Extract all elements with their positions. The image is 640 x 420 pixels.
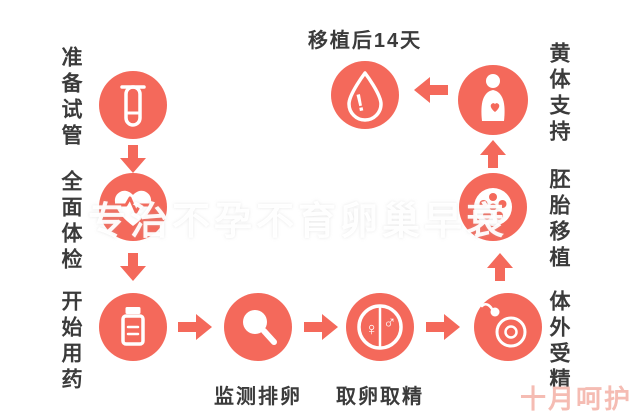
svg-text:!: !: [353, 89, 366, 117]
step-label-checkup: 全面体检: [59, 170, 82, 274]
magnifier-icon: [243, 310, 277, 345]
step-circle-monitor: [224, 293, 292, 361]
svg-text:♀: ♀: [365, 319, 379, 339]
step-circle-test: !: [331, 61, 399, 129]
step-circle-checkup: [99, 173, 167, 241]
step-label-medication: 开始用药: [59, 290, 82, 394]
step-label-monitor: 监测排卵: [214, 386, 302, 408]
fertilization-icon: [480, 303, 527, 348]
heart-checkup-icon: [114, 190, 152, 226]
step-label-prepare: 准备试管: [59, 46, 82, 150]
embryo-icon: [474, 188, 512, 226]
step-circle-transfer: [459, 173, 527, 241]
step-circle-prepare: [99, 71, 167, 139]
step-circle-luteal: [458, 65, 528, 135]
step-label-luteal: 黄体支持: [547, 42, 570, 146]
arrow-right-3: [426, 314, 460, 340]
step-circle-medication: [99, 293, 167, 361]
step-label-ivf: 体外受精: [547, 290, 570, 394]
gender-symbols-icon: ♀ ♂: [357, 304, 403, 350]
center-watermark: 专治不孕不育卵巢早衰: [88, 201, 509, 243]
arrow-right-2: [304, 314, 338, 340]
step-circle-ivf: [474, 293, 542, 361]
step-label-transfer: 胚胎移植: [547, 168, 570, 272]
step-circle-retrieve: ♀ ♂: [346, 293, 414, 361]
blood-drop-icon: !: [347, 71, 383, 122]
arrow-left-1: [414, 77, 448, 103]
arrow-right-1: [178, 314, 212, 340]
test-tube-icon: [120, 85, 146, 127]
step-label-test: 移植后14天: [307, 30, 423, 52]
medicine-bottle-icon: [121, 307, 145, 346]
arrow-up-2: [480, 140, 506, 168]
arrow-down-1: [120, 145, 146, 173]
pregnant-woman-icon: [481, 74, 505, 121]
svg-text:♂: ♂: [383, 312, 397, 332]
step-label-retrieve: 取卵取精: [336, 386, 424, 408]
brand-watermark: 十月呵护: [519, 384, 632, 414]
arrow-down-2: [120, 253, 146, 281]
arrow-up-1: [487, 253, 513, 281]
